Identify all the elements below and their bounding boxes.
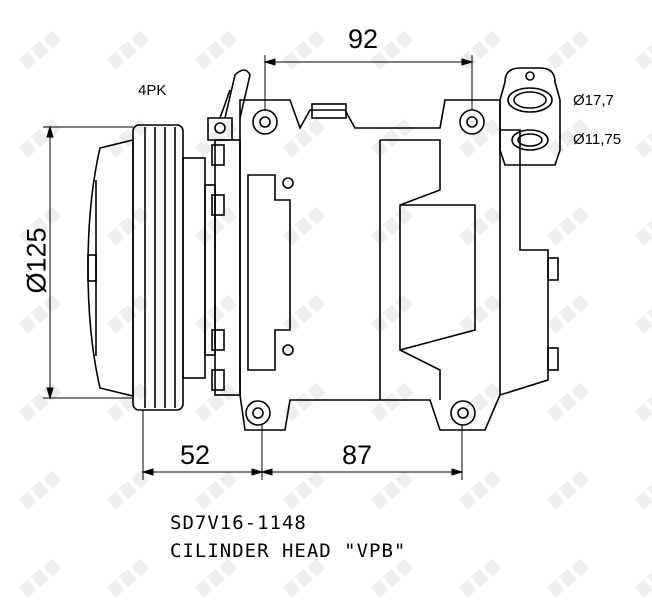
rear-head <box>499 67 561 396</box>
nrf-watermark-logo <box>370 470 414 510</box>
nrf-watermark-logo <box>282 382 326 422</box>
nrf-watermark-logo <box>194 470 238 510</box>
pulley <box>132 124 216 411</box>
nrf-watermark-logo <box>194 118 238 158</box>
nrf-watermark-logo <box>458 470 502 510</box>
nrf-watermark-logo <box>370 30 414 70</box>
nrf-watermark-logo <box>106 30 150 70</box>
nrf-watermark-logo <box>282 206 326 246</box>
belt-type-label: 4PK <box>138 82 167 99</box>
nrf-watermark-logo <box>18 558 62 598</box>
port-small-diameter: Ø11,75 <box>573 131 622 148</box>
dimension-pulley-diameter: Ø125 <box>21 227 52 294</box>
nrf-watermark-logo <box>546 294 590 334</box>
nrf-watermark-logo <box>546 558 590 598</box>
compressor-body <box>239 99 501 431</box>
nrf-watermark-logo <box>106 558 150 598</box>
nrf-watermark-logo <box>282 118 326 158</box>
nrf-watermark-logo <box>546 382 590 422</box>
nrf-watermark-logo <box>370 382 414 422</box>
dimension-pulley-offset: 52 <box>180 440 211 470</box>
nrf-watermark-logo <box>282 294 326 334</box>
nrf-watermark-logo <box>282 558 326 598</box>
nrf-watermark-logo <box>458 558 502 598</box>
nrf-watermark-logo <box>634 216 652 246</box>
nrf-watermark-logo <box>106 470 150 510</box>
nrf-watermark-logo <box>194 294 238 334</box>
dimension-top-width: 92 <box>348 24 379 54</box>
nrf-watermark-logo <box>546 206 590 246</box>
nrf-watermark-logo <box>282 30 326 70</box>
nrf-watermark-logo <box>18 470 62 510</box>
nrf-watermark-logo <box>18 30 62 70</box>
nrf-watermark-logo <box>634 128 652 158</box>
nrf-watermark-logo <box>634 568 652 598</box>
nrf-watermark-logo <box>546 118 590 158</box>
nrf-watermark-logo <box>370 558 414 598</box>
dimension-bottom-width: 87 <box>342 440 373 470</box>
nrf-watermark-logo <box>634 304 652 334</box>
cylinder-head-label: CILINDER HEAD "VPB" <box>170 540 407 562</box>
clutch-plate <box>87 138 134 398</box>
nrf-watermark-logo <box>194 30 238 70</box>
nrf-watermark-logo <box>18 206 62 246</box>
nrf-watermark-logo <box>18 294 62 334</box>
model-label: SD7V16-1148 <box>170 512 307 534</box>
dimension-lines <box>43 55 474 480</box>
nrf-watermark-logo <box>634 40 652 70</box>
nrf-watermark-logo <box>282 470 326 510</box>
nrf-watermark-logo <box>546 30 590 70</box>
nrf-watermark-logo <box>18 118 62 158</box>
nrf-watermark-logo <box>546 470 590 510</box>
nrf-watermark-logo <box>634 480 652 510</box>
nrf-watermark-logo <box>194 558 238 598</box>
front-housing <box>207 69 251 396</box>
port-large-diameter: Ø17,7 <box>573 92 614 109</box>
nrf-watermark-logo <box>634 392 652 422</box>
